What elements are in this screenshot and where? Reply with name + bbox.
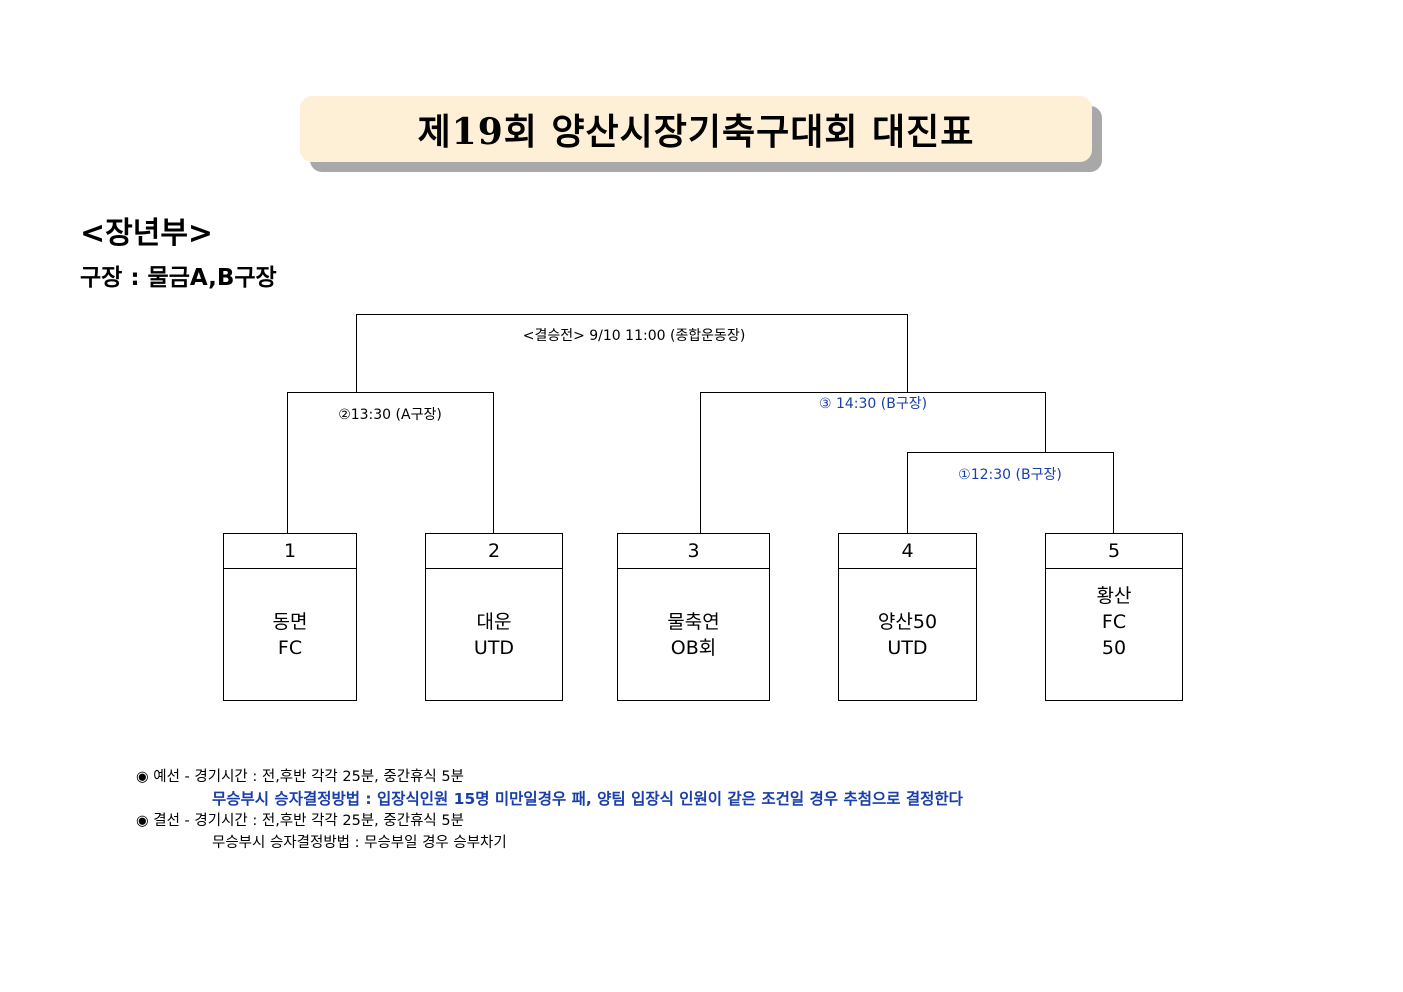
match2-label: ②13:30 (A구장): [338, 407, 442, 423]
final-top-line: [356, 314, 908, 315]
match2-right-line: [493, 392, 494, 534]
match3-label: ③ 14:30 (B구장): [818, 396, 928, 412]
team-name: 양산50 UTD: [839, 569, 976, 701]
team-name-line: 양산50: [877, 611, 938, 633]
division-heading: <장년부>: [80, 216, 214, 251]
match3-right-line: [1045, 392, 1046, 453]
team-name-line: 대운: [476, 611, 512, 633]
team-name-line: 황산: [1096, 585, 1132, 607]
title-banner: 제19회 양산시장기축구대회 대진표: [300, 96, 1092, 162]
final-match-label: <결승전> 9/10 11:00 (종합운동장): [522, 328, 746, 344]
note-prelim-tiebreak: 무승부시 승자결정방법 : 입장식인원 15명 미만일경우 패, 양팀 입장식 …: [212, 790, 963, 808]
match1-top-line: [907, 452, 1114, 453]
page-title: 제19회 양산시장기축구대회 대진표: [417, 111, 975, 153]
final-right-line: [907, 314, 908, 392]
match2-top-line: [287, 392, 494, 393]
team-name-line: 물축연: [667, 611, 720, 633]
team-box-5: 5 황산 FC 50: [1045, 533, 1183, 701]
match3-top-line: [700, 392, 1046, 393]
team-name: 물축연 OB회: [618, 569, 769, 701]
team-box-2: 2 대운 UTD: [425, 533, 563, 701]
team-number: 4: [839, 534, 976, 569]
team-name-line: UTD: [887, 637, 928, 659]
match3-left-line: [700, 392, 701, 534]
venue-info: 구장 : 물금A,B구장: [80, 265, 277, 291]
team-name: 황산 FC 50: [1046, 569, 1182, 701]
team-number: 3: [618, 534, 769, 569]
team-name-line: 동면: [272, 611, 308, 633]
match2-left-line: [287, 392, 288, 534]
team-name-line: FC: [1101, 611, 1127, 633]
team-name-line: FC: [277, 637, 303, 659]
team-name: 대운 UTD: [426, 569, 562, 701]
note-prelim-time: ◉ 예선 - 경기시간 : 전,후반 각각 25분, 중간휴식 5분: [136, 769, 464, 785]
team-name: 동면 FC: [224, 569, 356, 701]
team-name-line: UTD: [473, 637, 515, 659]
match1-right-line: [1113, 452, 1114, 534]
team-number: 1: [224, 534, 356, 569]
match1-left-line: [907, 452, 908, 534]
team-box-3: 3 물축연 OB회: [617, 533, 770, 701]
match1-label: ①12:30 (B구장): [958, 467, 1062, 483]
team-name-line: 50: [1101, 637, 1127, 659]
final-left-line: [356, 314, 357, 392]
team-box-4: 4 양산50 UTD: [838, 533, 977, 701]
team-box-1: 1 동면 FC: [223, 533, 357, 701]
team-number: 2: [426, 534, 562, 569]
team-number: 5: [1046, 534, 1182, 569]
note-final-time: ◉ 결선 - 경기시간 : 전,후반 각각 25분, 중간휴식 5분: [136, 813, 464, 829]
note-final-tiebreak: 무승부시 승자결정방법 : 무승부일 경우 승부차기: [212, 835, 507, 851]
team-name-line: OB회: [670, 637, 717, 659]
